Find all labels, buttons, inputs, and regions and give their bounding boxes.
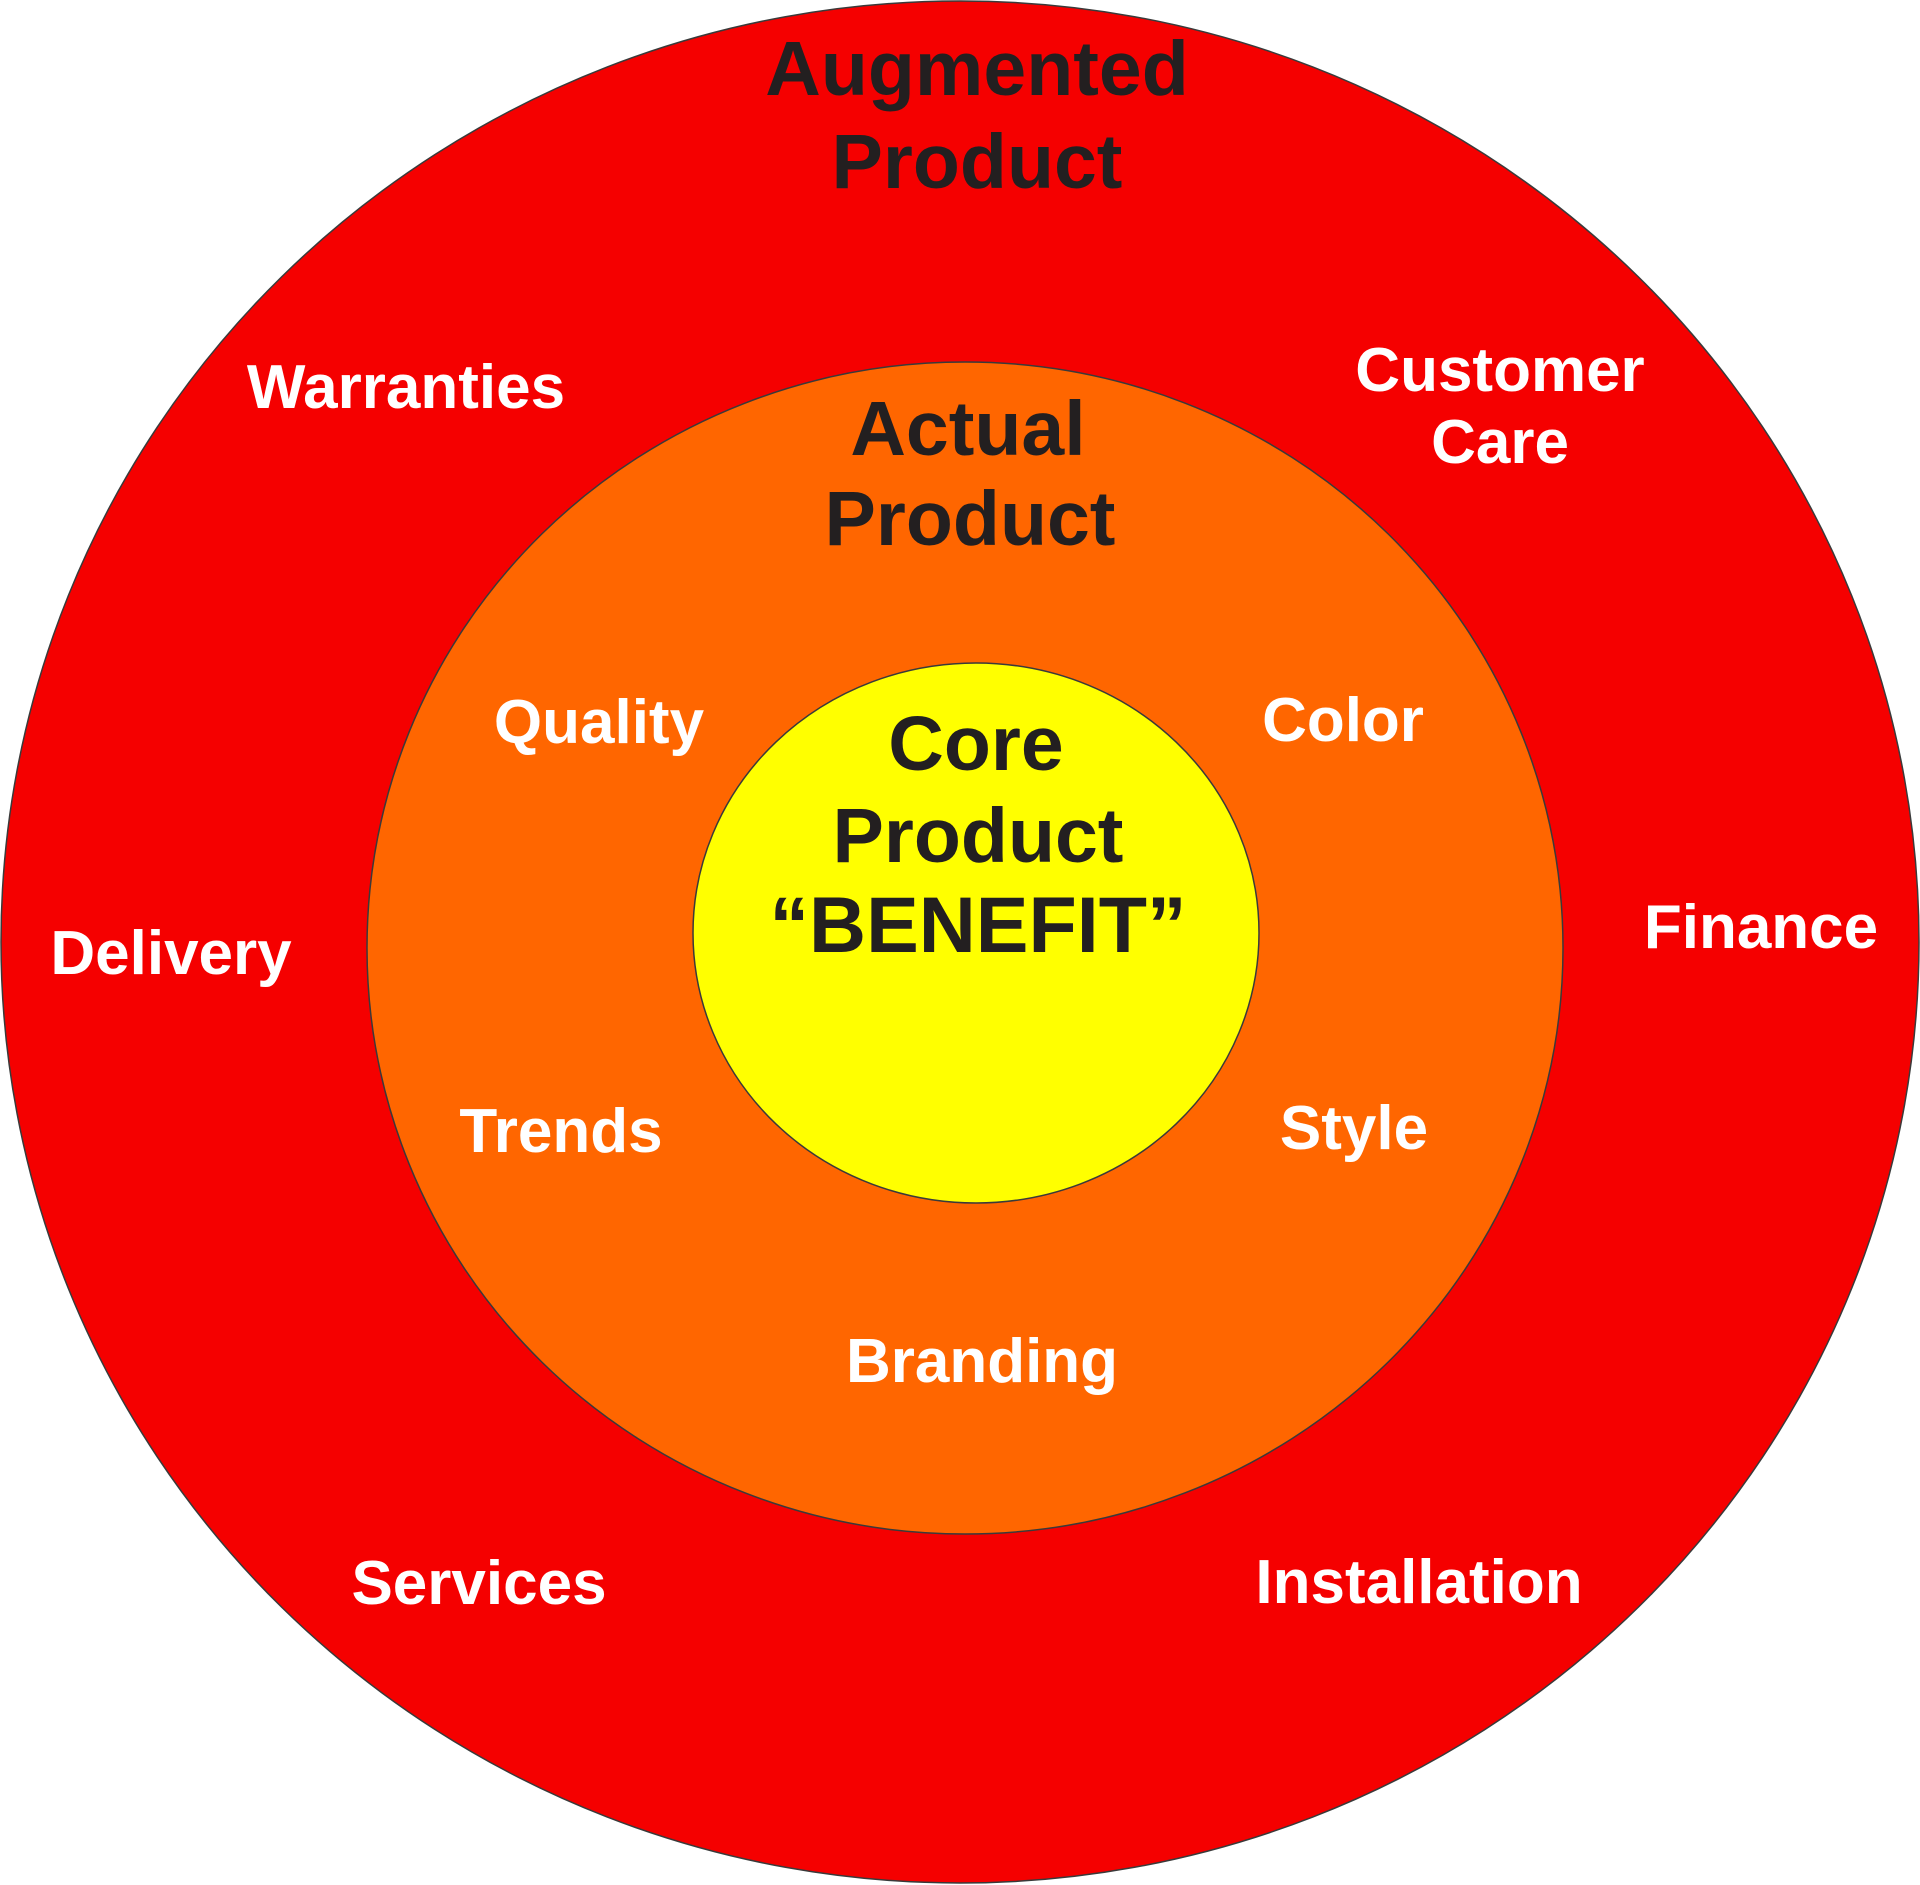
core-product-circle [692,662,1260,1204]
branding-label: Branding [846,1327,1118,1396]
core-product-title-line1: Core [888,701,1063,787]
customer-care-label-line1: Customer [1355,336,1644,405]
actual-product-title-line1: Actual [850,386,1085,472]
actual-product-title-line2: Product [825,476,1116,562]
core-product-title-line2: Product [833,793,1124,879]
augmented-product-title-line1: Augmented [765,26,1189,112]
augmented-product-title-line2: Product [832,119,1123,205]
services-label: Services [351,1549,606,1618]
warranties-label: Warranties [247,353,565,422]
finance-label: Finance [1644,893,1878,962]
trends-label: Trends [459,1097,662,1166]
color-label: Color [1262,686,1424,755]
quality-label: Quality [494,688,705,757]
style-label: Style [1280,1094,1428,1163]
delivery-label: Delivery [50,919,292,988]
installation-label: Installation [1255,1548,1582,1617]
core-product-benefit-label: “BENEFIT” [770,880,1187,969]
customer-care-label-line2: Care [1431,408,1569,477]
